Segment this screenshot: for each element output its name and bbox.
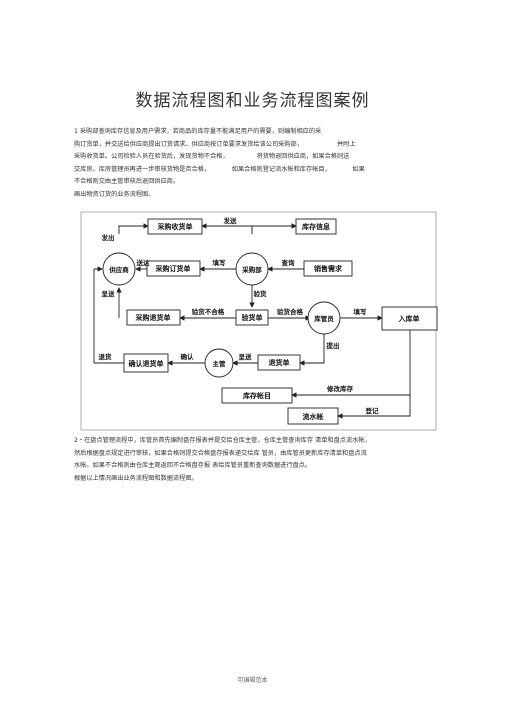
section2-line: 水帐。如果不合格则由仓库主观返回不合格盘存报 表给库管员重新查询数据进行盘点。 [74,462,312,470]
edge-warehouse-return [299,334,325,366]
node-purchasing-label: 采购部 [242,265,262,274]
edge-purchasing-receipt [201,223,253,234]
label-modify: 修改库存 [326,384,354,393]
box-inbound-label: 入库单 [398,314,420,323]
edge-inbound-journal [337,395,411,419]
node-supervisor [204,348,234,378]
label-register: 登记 [365,406,380,415]
label-inspect: 验货 [254,289,268,298]
node-supplier [102,252,136,286]
box-journal [287,407,339,425]
section2-line: 2・在盘点管理流程中，库管员首先编制盘存报表并提交给仓库主管，仓库主管查询库存 … [74,437,371,444]
label-propose: 提出 [327,341,340,350]
box-stock-ledger [221,387,293,404]
box-confirm-return-label: 确认退货单 [129,359,164,368]
section1-line: 采购收货单。公司检验人员在验货后，发现货物不合格， 将货物退回供应商，如果合格则… [74,153,350,161]
box-sales-demand [303,260,353,277]
node-supplier-label: 供应商 [108,265,129,274]
box-inbound [381,306,438,331]
edge-confirm-supplier [93,266,124,364]
section1-line: 画出物资订货的业务流程图。 [74,190,155,198]
edge-query-inventory [251,223,297,234]
box-receipt-label: 采购收货单 [157,222,193,231]
label-send: 发送 [223,216,238,225]
box-return-slip [257,354,301,371]
label-confirm: 确认 [181,352,195,361]
label-submit2: 呈送 [239,352,253,361]
node-warehouse-label: 库管员 [314,314,334,323]
section1-line: 1 采购部查询库存信息及用户需求，若商品的库存量不能满足用户的需要，则编制相应的… [74,128,322,135]
label-query2: 查询 [282,258,296,267]
box-confirm-return [123,353,169,373]
box-return-form [126,309,181,326]
node-supervisor-label: 主管 [213,359,227,368]
page-title: 数据流程图和业务流程图案例 [135,91,370,111]
box-inventory-info-label: 库存信息 [302,222,330,231]
section1-text: 1 采购部查询库存信息及用户需求，若商品的库存量不能满足用户的需要，则编制相应的… [74,126,444,202]
label-fill2: 填写 [354,307,368,316]
label-ship: 发出 [101,233,115,242]
section2-line: 然后根据盘点规定进行审核，如果合格则提交合格盘存报表递交给库 管员，由库管员更新… [74,449,367,457]
label-fill: 填写 [213,258,227,267]
box-order [146,260,201,277]
box-stock-ledger-label: 库存帐目 [243,391,271,400]
box-inventory-info [295,218,337,235]
label-return-goods: 退货 [99,352,113,361]
box-inspection-label: 验货单 [242,313,263,322]
footer-text: 可编辑范本 [237,677,268,684]
node-purchasing [235,252,269,286]
section2-line: 根据以上情况画出业务流程图和数据流程图。 [74,474,198,482]
edge-supplier-receipt [118,223,149,234]
label-pass: 验货合格 [277,307,304,316]
section1-line: 交库房。库房管理员再进一步审核货物是否合格， 如果合格则登记流水帐和库存帐目， … [74,165,365,173]
section1-line: 不合格则交由主管审核后退回供应商。 [74,178,180,186]
box-journal-label: 流水帐 [303,412,324,421]
node-warehouse [307,301,341,335]
box-inspection [235,309,269,326]
box-return-form-label: 采购退货单 [135,313,171,322]
box-receipt [147,218,203,235]
box-return-slip-label: 退货单 [269,358,290,367]
box-sales-demand-label: 销售需求 [313,264,343,273]
label-fail: 验货不合格 [192,307,225,316]
section1-line: 购订货单，并交送给供应商提出订货请求。供应商按订单要求发货给该公司采购部， 并附… [74,140,356,148]
section2-text: 2・在盘点管理流程中，库管员首先编制盘存报表并提交给仓库主管，仓库主管查询库存 … [74,435,444,485]
box-order-label: 采购订货单 [155,264,191,273]
label-deliver: 送达 [136,258,151,267]
label-submit: 呈送 [102,289,116,298]
